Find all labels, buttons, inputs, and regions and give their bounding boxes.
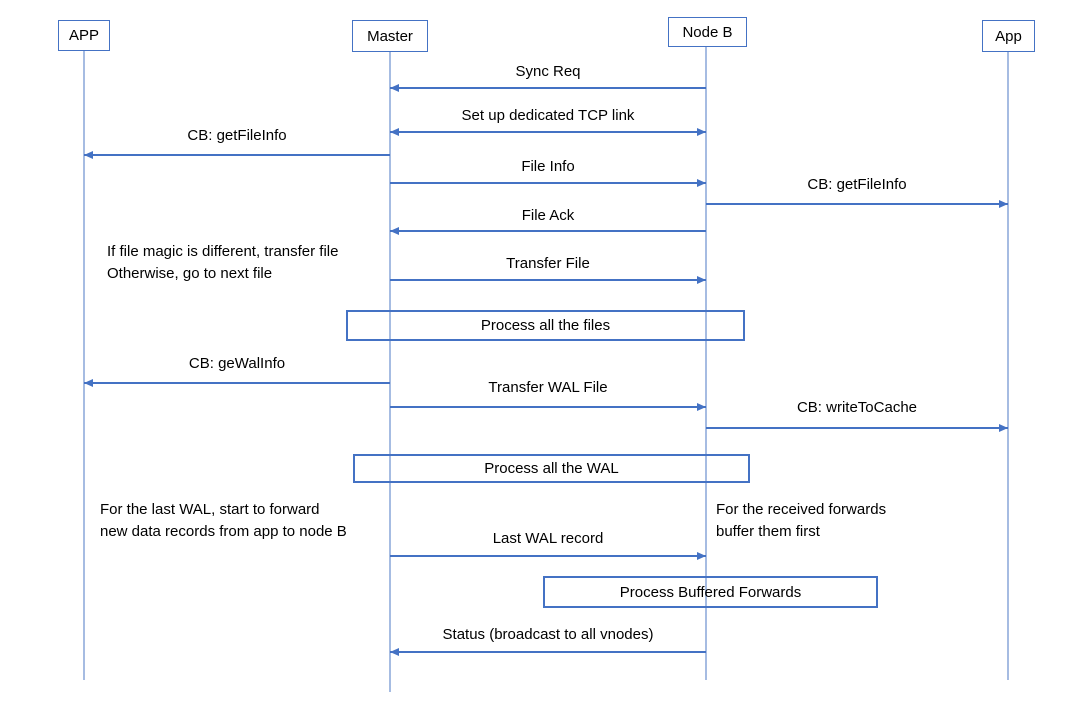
arrow-transfer-wal-file	[390, 403, 706, 410]
actor-label-node-b: Node B	[682, 23, 733, 41]
arrow-last-wal-record	[390, 552, 706, 559]
note-received-forwards: For the received forwards buffer them fi…	[716, 501, 887, 540]
process-box-buffered-forwards: Process Buffered Forwards	[543, 576, 878, 608]
arrow-cb-get-file-info-right	[706, 200, 1008, 207]
actor-box-node-b: Node B	[668, 17, 747, 47]
message-label-tcp-link: Set up dedicated TCP link	[461, 107, 635, 124]
process-box-files-label: Process all the files	[480, 317, 611, 334]
arrow-transfer-file	[390, 276, 706, 283]
arrow-status-broadcast	[390, 648, 706, 655]
message-label-cb-get-file-info-right: CB: getFileInfo	[807, 176, 907, 193]
arrow-cb-ge-wal-info	[84, 379, 390, 386]
message-label-status-broadcast: Status (broadcast to all vnodes)	[442, 626, 654, 643]
lifeline-app-left	[83, 51, 85, 680]
lifeline-master	[389, 52, 391, 692]
message-label-transfer-wal-file: Transfer WAL File	[488, 379, 608, 396]
process-box-wal-label: Process all the WAL	[484, 460, 619, 477]
arrow-cb-get-file-info-left	[84, 151, 390, 158]
lifeline-node-b	[705, 47, 707, 680]
message-label-cb-get-file-info-left: CB: getFileInfo	[187, 127, 287, 144]
actor-box-app-right: App	[982, 20, 1035, 52]
lifeline-app-right	[1007, 52, 1009, 680]
arrow-sync-req	[390, 84, 706, 91]
arrow-tcp-link	[390, 128, 706, 135]
actor-box-master: Master	[352, 20, 428, 52]
actor-box-app-left: APP	[58, 20, 110, 51]
message-label-cb-ge-wal-info: CB: geWalInfo	[188, 355, 286, 372]
actor-label-app-left: APP	[68, 27, 99, 44]
message-label-transfer-file: Transfer File	[506, 255, 590, 272]
arrow-file-ack	[390, 227, 706, 234]
arrow-file-info	[390, 179, 706, 186]
note-last-wal-forward: For the last WAL, start to forward new d…	[100, 501, 347, 540]
message-label-file-ack: File Ack	[521, 207, 575, 224]
process-box-buffered-forwards-label: Process Buffered Forwards	[619, 583, 802, 601]
message-label-file-info: File Info	[521, 158, 575, 175]
message-label-last-wal-record: Last WAL record	[492, 530, 604, 547]
arrow-cb-write-to-cache	[706, 424, 1008, 431]
message-label-cb-write-to-cache: CB: writeToCache	[796, 399, 918, 416]
actor-label-app-right: App	[995, 27, 1022, 45]
note-file-magic: If file magic is different, transfer fil…	[107, 243, 339, 282]
message-label-sync-req: Sync Req	[515, 63, 581, 80]
process-box-files: Process all the files	[346, 310, 745, 341]
actor-label-master: Master	[367, 27, 413, 45]
process-box-wal: Process all the WAL	[353, 454, 750, 483]
